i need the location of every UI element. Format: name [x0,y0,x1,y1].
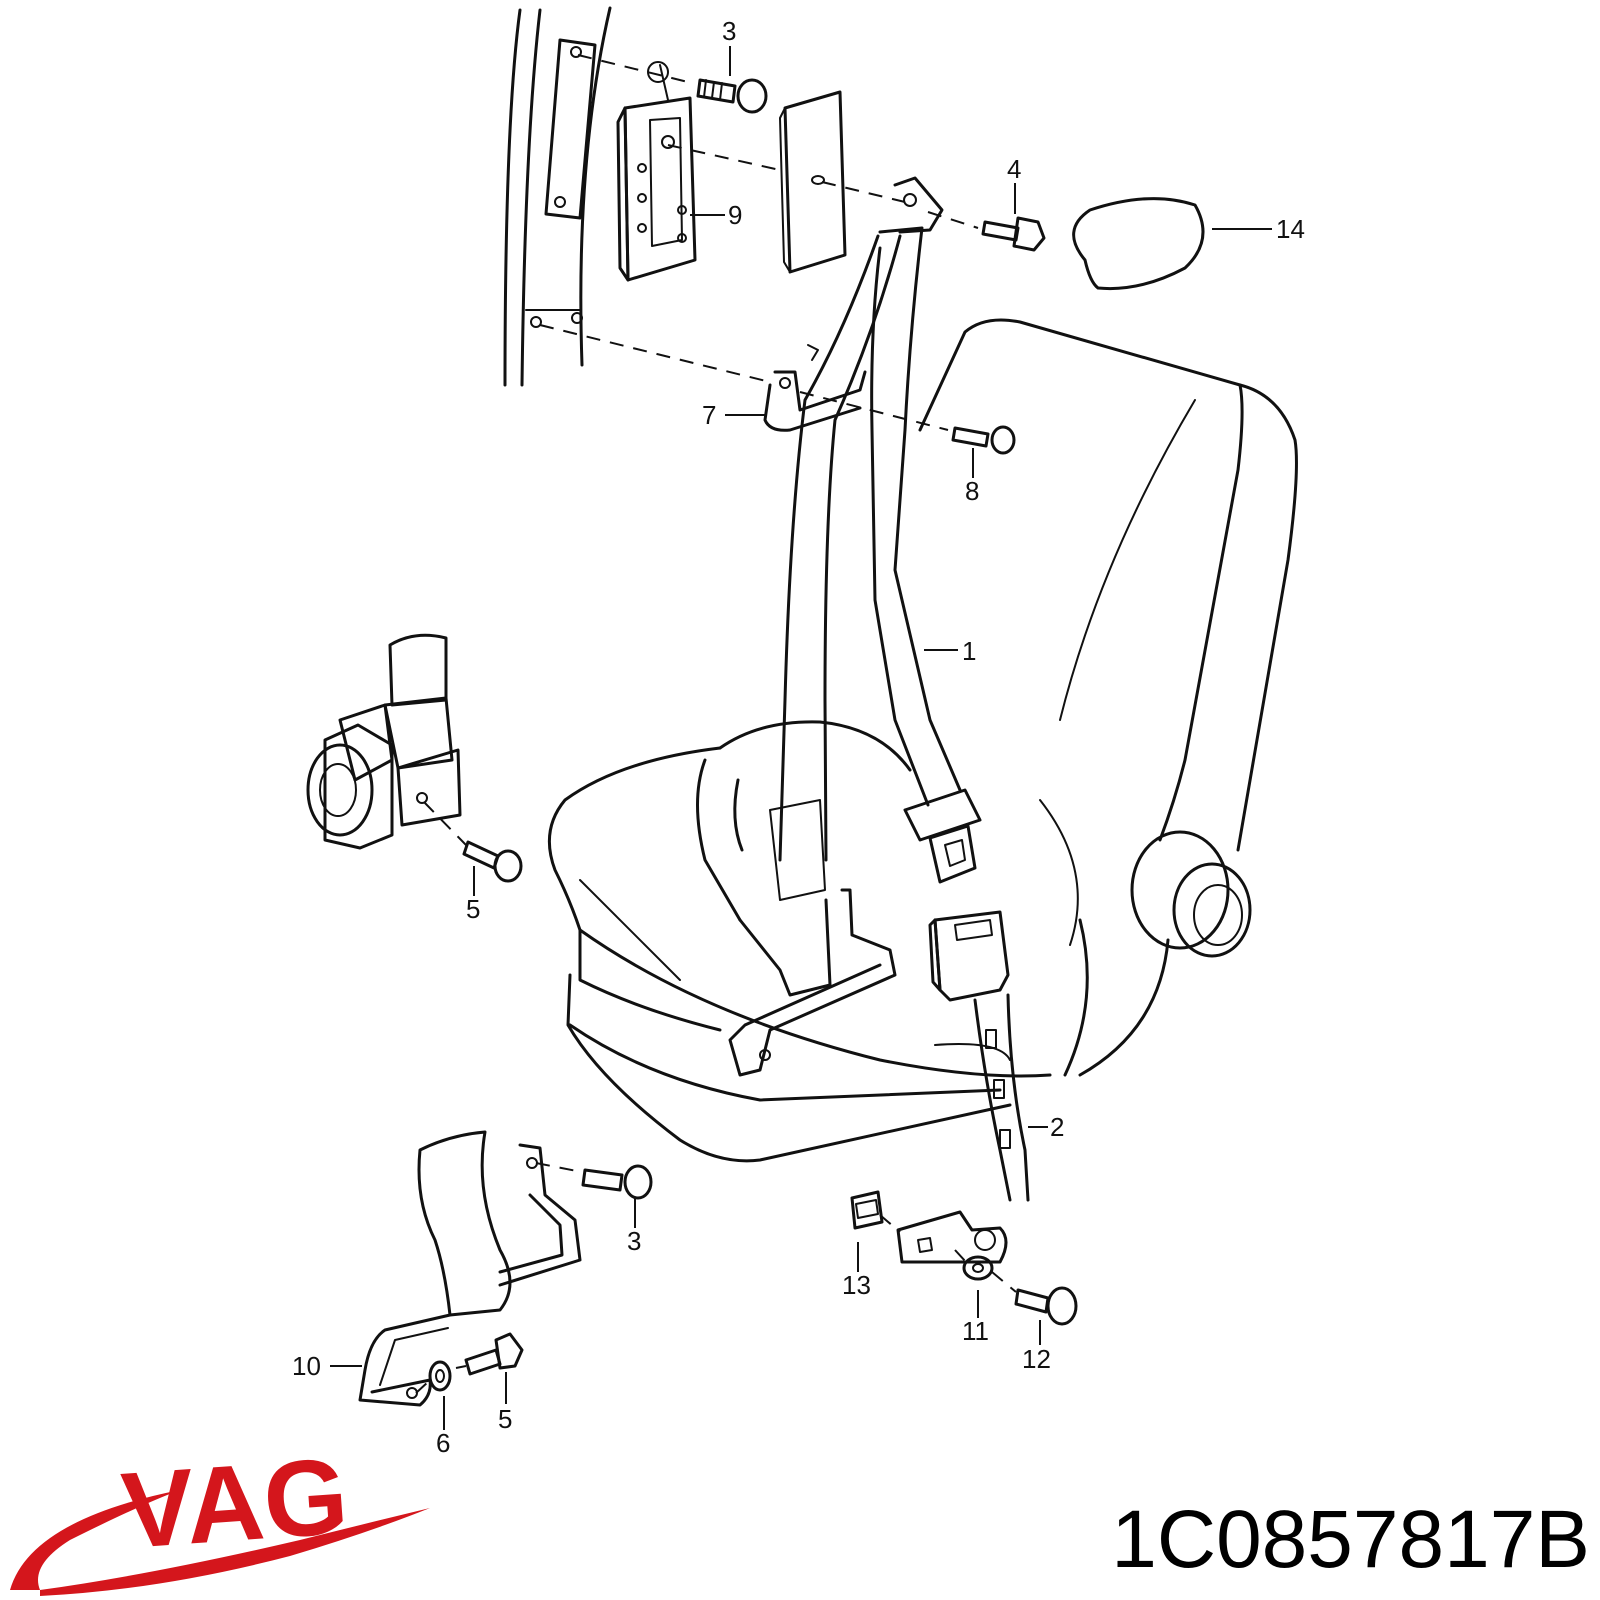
callout-6: 6 [436,1428,450,1458]
lower-anchor-rail [358,1130,582,1407]
callout-13: 13 [842,1270,871,1300]
vag-logo: VAG [10,1435,430,1596]
belt-webbing [778,176,962,862]
callout-8: 8 [965,476,979,506]
callout-14: 14 [1276,214,1305,244]
bolt-4 [981,216,1046,252]
callout-5-left: 5 [466,894,480,924]
callout-5-bottom: 5 [498,1404,512,1434]
bolt-bottom [581,1164,653,1200]
callout-9: 9 [728,200,742,230]
callout-7: 7 [702,400,716,430]
buckle-fasteners [850,1190,1078,1326]
part-number: 1C0857817B [1111,1494,1590,1585]
belt-guide-loop [763,344,867,432]
seat-cushion [547,746,1170,1163]
logo-swoosh [10,1490,180,1590]
callout-4: 4 [1007,154,1021,184]
bolt-left [462,840,523,883]
callout-3-top: 3 [722,16,736,46]
callout-11: 11 [962,1316,989,1346]
buckle-stalk [896,910,1030,1264]
lap-webbing [696,720,912,997]
height-adjuster [616,61,697,282]
seat-backrest [918,318,1298,946]
callout-10: 10 [292,1351,321,1381]
callout-12: 12 [1022,1344,1051,1374]
recliner-knob [1130,830,1252,958]
b-pillar-panel [503,6,612,387]
callout-3-bottom: 3 [627,1226,641,1256]
callout-1: 1 [962,636,976,666]
callout-2: 2 [1050,1112,1064,1142]
bolt-8 [951,425,1016,455]
logo-text: VAG [118,1435,352,1571]
callout-leaders [330,46,1272,1430]
headrest-cover [1072,197,1205,291]
assembly-dash-lines [415,54,1017,1394]
bolt-top [696,78,768,114]
trim-cover-plate [779,90,847,274]
belt-retractor [306,633,462,850]
belt-tongue [903,788,982,884]
washer-and-bolt-bottom [428,1332,524,1392]
seat-lower-bracket [728,888,897,1077]
logo-swoosh-tail [40,1508,430,1596]
callout-numbers: 3 4 14 9 7 8 1 5 2 3 13 11 12 10 5 6 [292,16,1305,1458]
